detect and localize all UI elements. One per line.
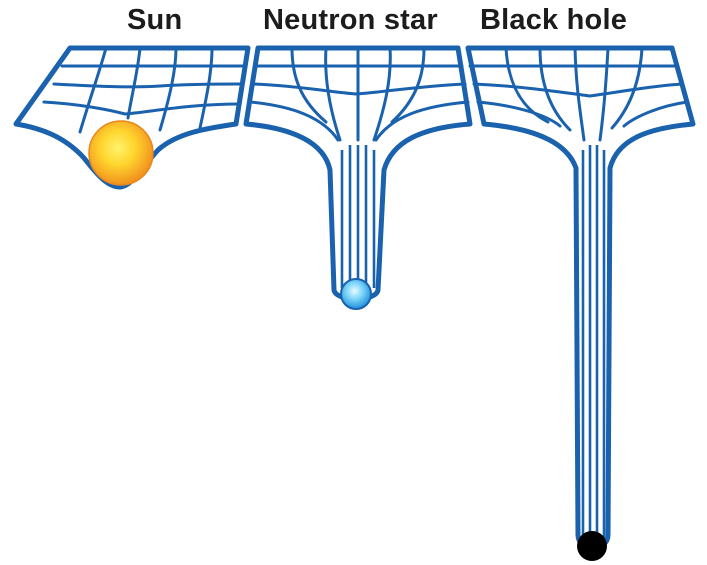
neutron-star-spacetime-grid: [243, 45, 473, 302]
sun-spacetime-grid: [13, 45, 251, 190]
sun-icon: [88, 120, 154, 186]
black-hole-label: Black hole: [480, 4, 628, 36]
neutron-star-icon: [340, 278, 372, 310]
black-hole-spacetime-grid: [465, 45, 696, 551]
sun-label: Sun: [127, 4, 183, 36]
black-hole-icon: [577, 531, 607, 561]
neutron-star-label: Neutron star: [263, 4, 438, 36]
